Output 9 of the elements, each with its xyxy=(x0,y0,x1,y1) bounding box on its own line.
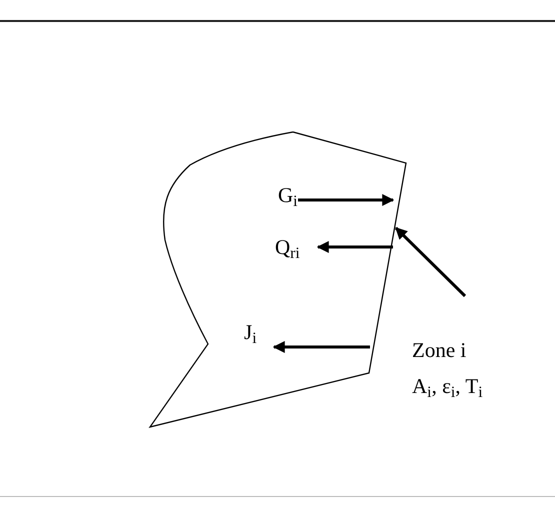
symbol-label: J$_{i}$ xyxy=(244,320,258,344)
symbol-label: G$_{i}$ xyxy=(278,183,299,207)
symbol-label: Zone i xyxy=(412,338,468,362)
arrow xyxy=(394,226,466,298)
arrow xyxy=(316,241,393,253)
arrow xyxy=(272,341,370,353)
arrow xyxy=(298,194,394,206)
symbol-label: Q$_{ri}$ xyxy=(275,235,301,259)
symbol-label: A$_{i}$, ε$_{i}$, T$_{i}$ xyxy=(412,374,484,398)
